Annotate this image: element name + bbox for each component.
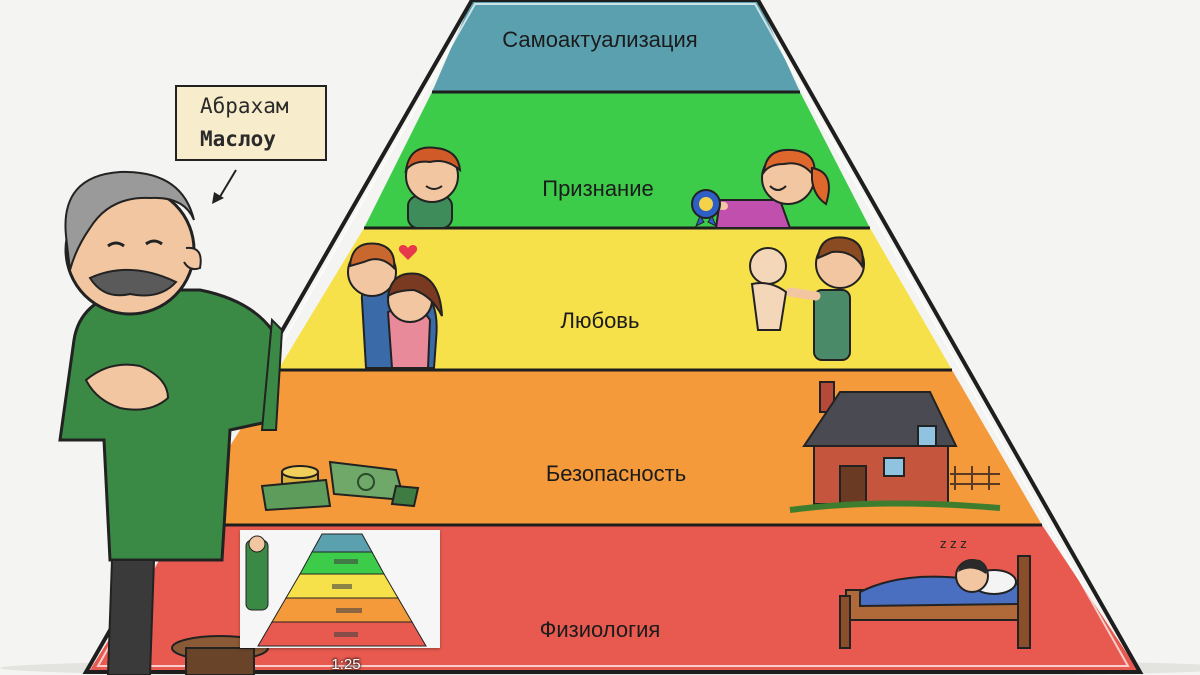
esteem-girl-illustration bbox=[696, 148, 830, 229]
thumbnail-pyramid-icon bbox=[240, 530, 440, 648]
hugging-couple-illustration bbox=[347, 242, 443, 369]
name-sign-line2: Маслоу bbox=[200, 127, 276, 151]
tier-self-actualization bbox=[432, 0, 800, 92]
tier-label-love: Любовь bbox=[561, 308, 640, 333]
medal-icon bbox=[691, 189, 721, 228]
tier-label-safety: Безопасность bbox=[546, 461, 686, 486]
house-illustration bbox=[789, 381, 1001, 513]
tier-esteem bbox=[364, 92, 870, 228]
pointer-arrow-icon bbox=[212, 169, 237, 204]
video-preview-thumbnail[interactable] bbox=[240, 530, 440, 648]
money-stack-illustration bbox=[260, 460, 420, 512]
sleeping-in-bed-illustration: z z z bbox=[839, 537, 1031, 649]
name-sign-line1: Абрахам bbox=[200, 94, 289, 118]
tier-label-esteem: Признание bbox=[542, 176, 653, 201]
video-timestamp: 1:25 bbox=[331, 656, 361, 673]
name-sign: Абрахам Маслоу bbox=[175, 85, 327, 161]
svg-text:z z z: z z z bbox=[940, 537, 967, 551]
tier-label-self-actualization: Самоактуализация bbox=[502, 27, 697, 52]
esteem-boy-illustration bbox=[404, 146, 462, 229]
name-sign-background bbox=[175, 85, 327, 161]
maslow-character-illustration bbox=[58, 170, 284, 675]
heart-icon bbox=[398, 245, 418, 260]
tier-label-physiology: Физиология bbox=[540, 617, 661, 642]
father-with-baby-illustration bbox=[749, 236, 865, 361]
